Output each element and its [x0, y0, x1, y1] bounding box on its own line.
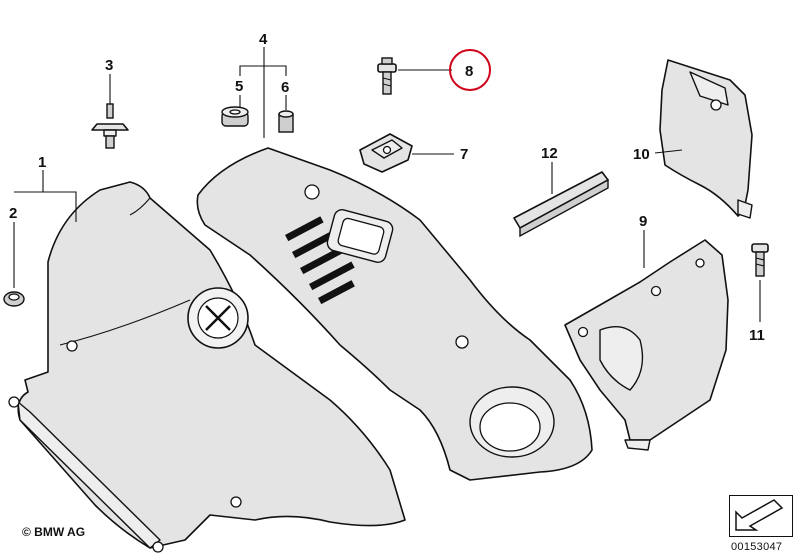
- vent-slot: [291, 230, 336, 259]
- callouts: 1 2 3 4 5 6 7 8 9 10 11 12: [9, 31, 765, 344]
- callout-7[interactable]: 7: [460, 146, 468, 163]
- part-8-screw[interactable]: [377, 57, 397, 95]
- callout-5[interactable]: 5: [235, 78, 243, 95]
- vent-slot: [318, 280, 355, 305]
- next-page-arrow-button[interactable]: [729, 495, 793, 537]
- part-2-grommet[interactable]: [3, 291, 25, 307]
- callout-8[interactable]: 8: [465, 63, 473, 80]
- highlight-circle: [449, 49, 491, 91]
- callout-12[interactable]: 12: [541, 145, 558, 162]
- callout-2[interactable]: 2: [9, 205, 17, 222]
- part-5-rubber-bush[interactable]: [221, 106, 249, 127]
- callout-10[interactable]: 10: [633, 146, 650, 163]
- callout-6[interactable]: 6: [281, 79, 289, 96]
- copyright-notice: © BMW AG: [22, 525, 86, 539]
- part-6-spacer[interactable]: [278, 110, 294, 133]
- part-10-bracket[interactable]: [659, 59, 753, 219]
- part-7-clip-nut[interactable]: [359, 133, 413, 173]
- part-3-stud[interactable]: [91, 103, 129, 149]
- callout-11[interactable]: 11: [749, 327, 765, 344]
- part-1-lower-cover[interactable]: [8, 181, 406, 553]
- arrow-icon: [735, 499, 784, 531]
- bmw-emblem-icon: [187, 287, 249, 349]
- callout-9[interactable]: 9: [639, 213, 647, 230]
- vent-slot: [284, 216, 324, 242]
- part-11-bolt[interactable]: [751, 243, 769, 277]
- leader-lines: [13, 47, 761, 322]
- part-12-foam-strip[interactable]: [513, 171, 609, 238]
- part-4-engine-cover[interactable]: [196, 147, 593, 481]
- callout-3[interactable]: 3: [105, 57, 113, 74]
- vent-slot: [309, 261, 355, 291]
- callout-4[interactable]: 4: [259, 31, 268, 48]
- callout-1[interactable]: 1: [38, 154, 46, 171]
- part-9-heat-shield[interactable]: [564, 239, 729, 451]
- vent-slot: [299, 245, 346, 275]
- diagram-number: 00153047: [731, 541, 783, 553]
